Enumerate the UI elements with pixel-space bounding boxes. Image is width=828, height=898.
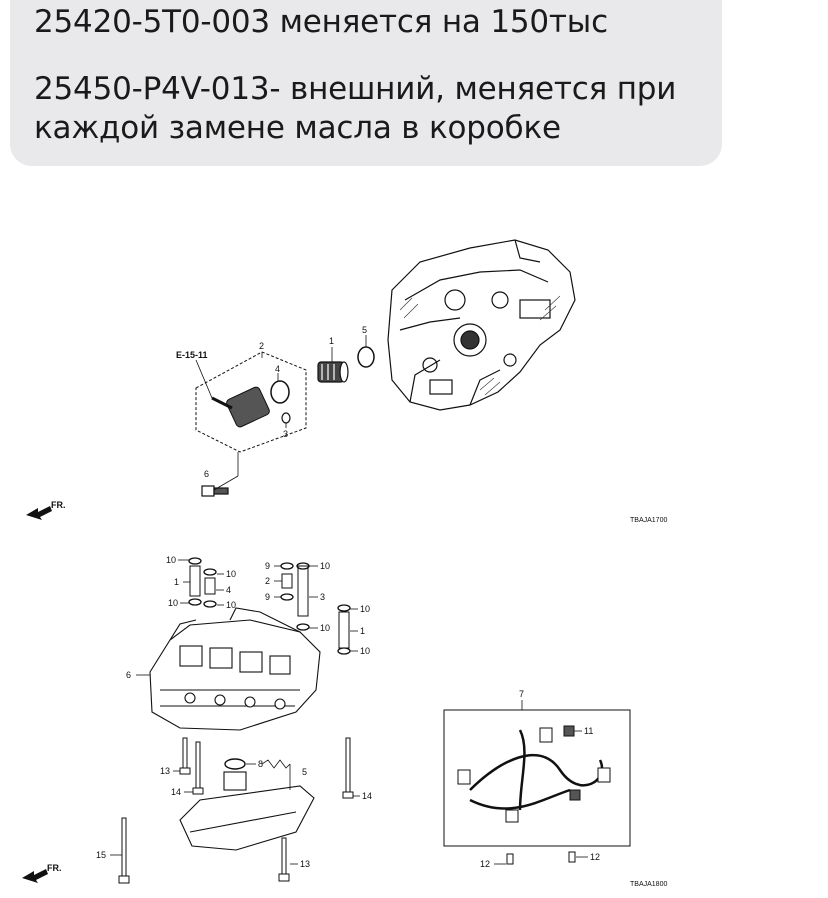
callout-b-7: 7 [519,689,524,699]
callout-b-1b: 1 [360,626,365,636]
hatch-shading [399,295,561,396]
callout-b-14a: 14 [171,787,181,797]
callout-b-1a: 1 [174,577,179,587]
callout-6: 6 [204,469,209,479]
ref-label-e-15-11: E-15-11 [176,350,208,360]
bolt-parts [118,737,354,884]
callout-b-4: 4 [226,585,231,595]
front-arrow-icon [26,506,52,520]
callout-b-6: 6 [126,670,131,680]
callout-b-9a: 9 [265,561,270,571]
clip-bolt-parts [506,851,576,865]
callout-b-12a: 12 [480,859,490,869]
callout-4: 4 [275,364,280,374]
callout-b-10a: 10 [166,555,176,565]
diagram-code-top: TBAJA1700 [630,517,667,524]
callout-b-10c: 10 [226,569,236,579]
transmission-case-illustration [387,239,576,411]
o-ring-parts [188,557,351,655]
message-line-1: 25420-5T0-003 меняется на 150тыс [34,4,608,40]
message-bubble [10,0,722,166]
strainer-part-5 [179,758,315,851]
message-line-3: каждой замене масла в коробке [34,110,561,146]
callout-b-15: 15 [96,850,106,860]
callout-1: 1 [329,336,334,346]
callout-2: 2 [259,341,264,351]
callout-b-10b: 10 [168,598,178,608]
bolt-part-6 [201,485,229,497]
callout-b-9b: 9 [265,592,270,602]
valve-body-illustration [149,607,321,731]
message-line-2: 25450-P4V-013- внешний, меняется при [34,71,677,107]
diagram-code-bottom: TBAJA1800 [630,881,667,888]
front-arrow-label-bottom: FR. [47,863,62,873]
callout-3: 3 [283,429,288,439]
callout-b-12b: 12 [590,852,600,862]
callout-b-8: 8 [258,759,263,769]
callout-b-10f: 10 [320,623,330,633]
callout-b-10d: 10 [226,600,236,610]
callout-b-13b: 13 [300,859,310,869]
callout-b-10e: 10 [320,561,330,571]
callout-b-2: 2 [265,576,270,586]
callout-5: 5 [362,325,367,335]
callout-b-14b: 14 [362,791,372,801]
callout-b-13a: 13 [160,766,170,776]
callout-b-11: 11 [584,726,593,736]
callout-b-10h: 10 [360,646,370,656]
callout-b-5: 5 [302,767,307,777]
external-filter-assembly-part-2 [195,351,307,453]
front-arrow-label: FR. [51,500,66,510]
callout-b-3: 3 [320,592,325,602]
callout-b-10g: 10 [360,604,370,614]
wire-harness-part-7 [443,709,631,847]
oil-filter-part-1 [317,361,349,383]
sleeve-parts [189,565,350,649]
front-arrow-icon-bottom [22,869,48,883]
o-ring-part-5 [357,346,375,368]
